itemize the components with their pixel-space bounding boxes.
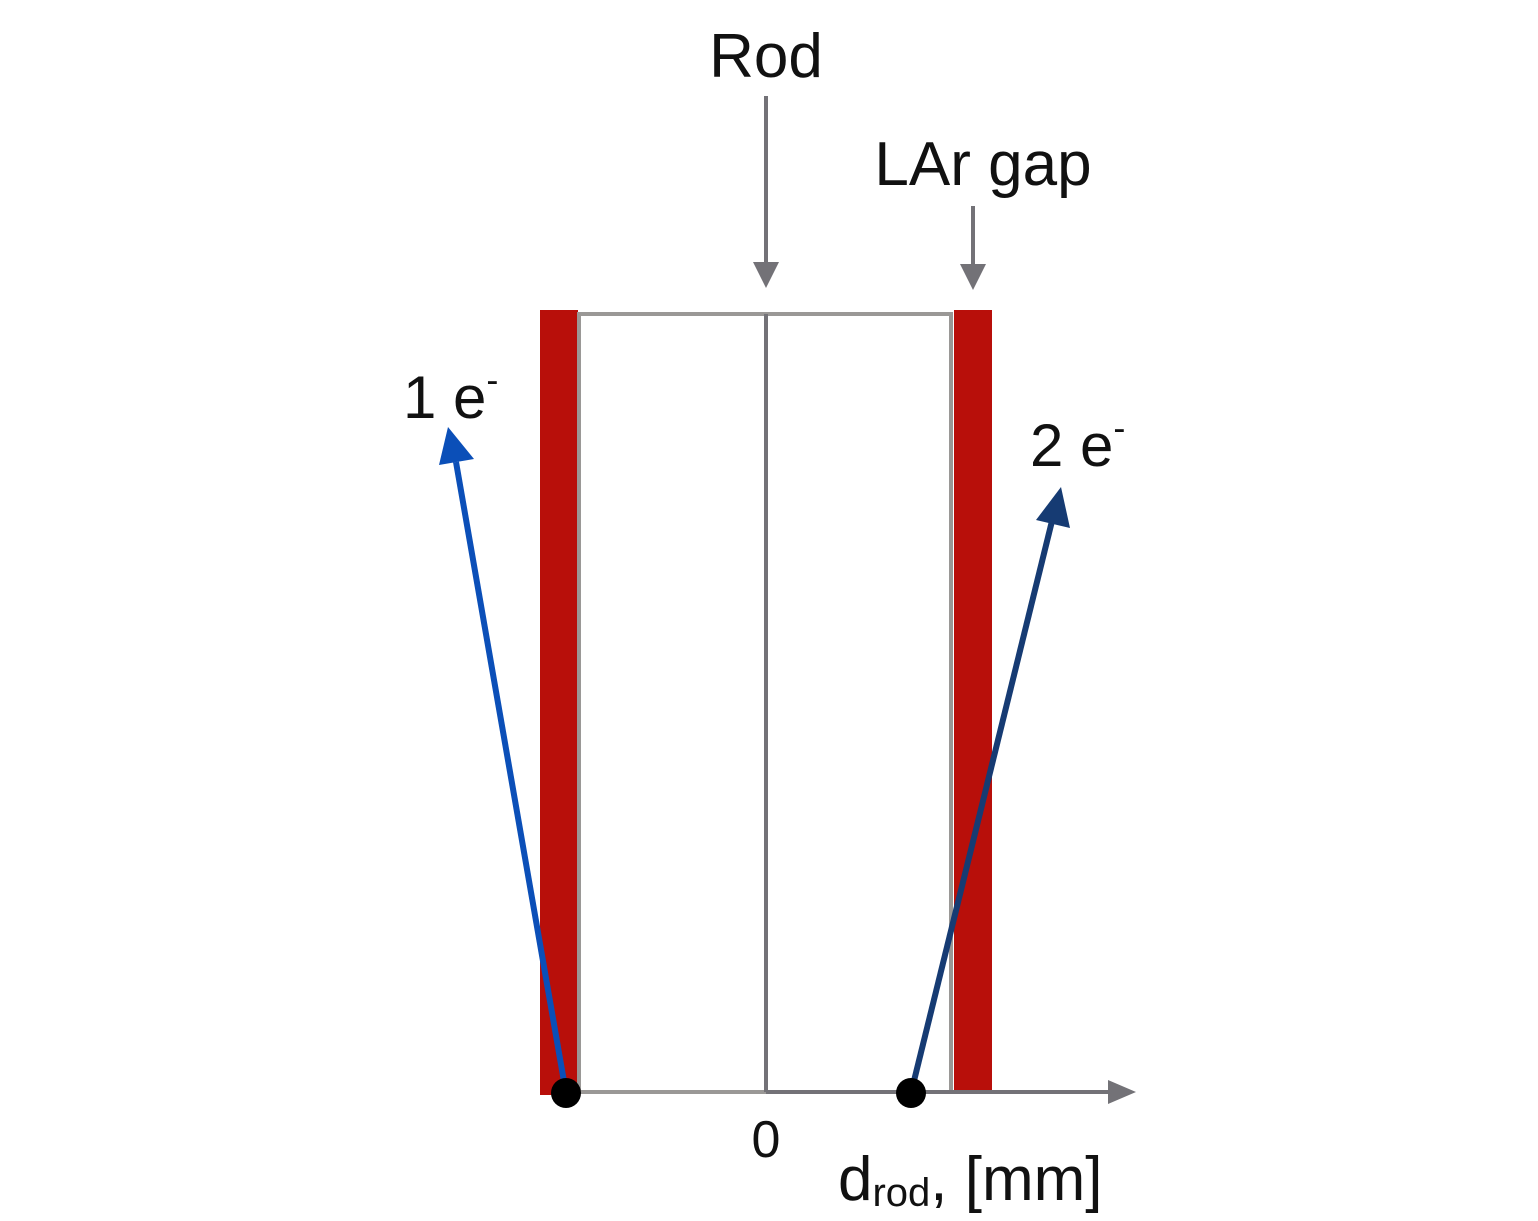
electron-1-count: 1 e <box>403 364 486 431</box>
electron-1-track <box>453 461 569 1094</box>
rod-label: Rod <box>709 22 823 91</box>
drod-axis-arrowhead <box>1108 1080 1136 1104</box>
drod-axis-label: drod, [mm] <box>838 1145 1103 1215</box>
electron-2-arrowhead <box>1036 487 1070 528</box>
drod-axis-sub: rod <box>872 1171 930 1215</box>
electron-2-track <box>908 520 1055 1094</box>
electron-2-charge: - <box>1113 407 1125 448</box>
electron-2-count: 2 e <box>1030 412 1113 479</box>
lar-gap-label: LAr gap <box>874 130 1091 199</box>
lar-gap-right <box>954 310 992 1092</box>
drod-axis-unit: , [mm] <box>930 1145 1102 1214</box>
electron-1-charge: - <box>486 359 498 400</box>
lar-gap-pointer-arrowhead <box>960 264 986 290</box>
rod-pointer-arrowhead <box>753 262 779 288</box>
origin-tick-label: 0 <box>752 1111 781 1169</box>
vertex-dot-left <box>551 1078 581 1108</box>
drod-axis-main: d <box>838 1145 872 1214</box>
electron-1-arrowhead <box>439 427 474 465</box>
electron-1-label: 1 e- <box>403 359 498 431</box>
vertex-dot-right <box>896 1078 926 1108</box>
electron-2-label: 2 e- <box>1030 407 1125 479</box>
